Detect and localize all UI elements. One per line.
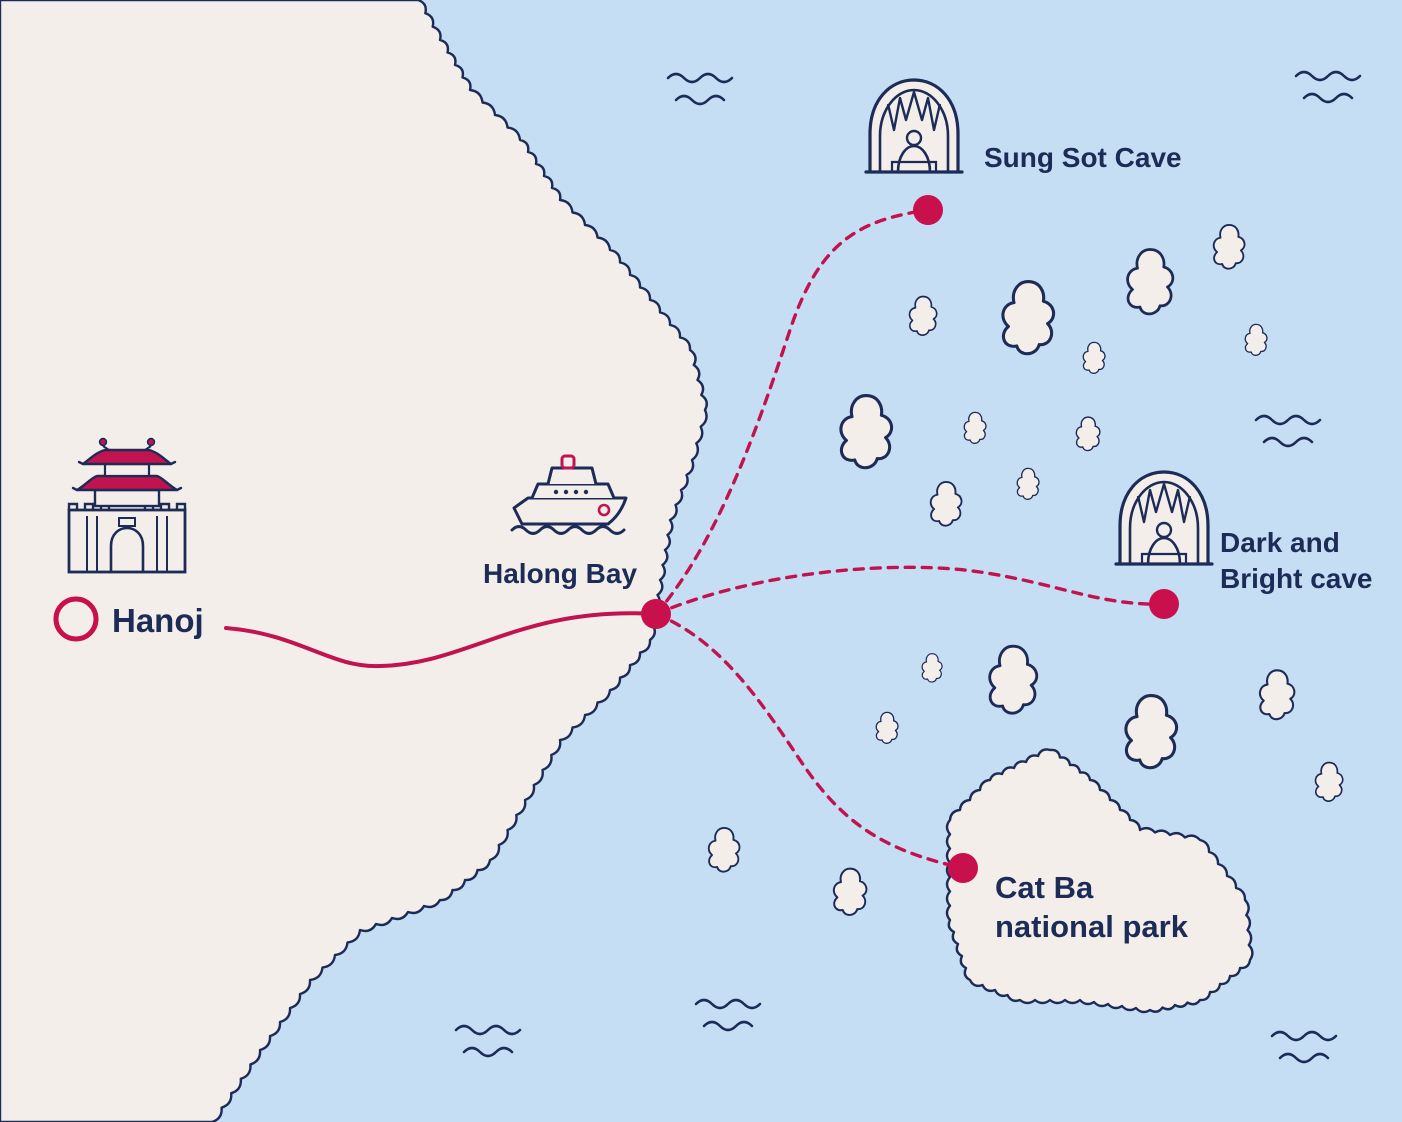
citadel-gate-icon — [67, 437, 187, 574]
sung-sot-marker[interactable] — [913, 195, 943, 225]
route-halong-sung-sot — [654, 208, 930, 616]
hanoi-label: Hanoj — [112, 602, 204, 639]
route-hanoi-halong — [224, 611, 658, 669]
dark-bright-label-line1: Dark and — [1220, 527, 1340, 558]
dark-bright-label-line2: Bright cave — [1220, 563, 1373, 594]
hanoi-marker[interactable] — [53, 596, 99, 642]
route-halong-cat-ba — [654, 612, 965, 870]
sung-sot-label: Sung Sot Cave — [984, 142, 1182, 173]
mainland — [0, 0, 708, 1122]
cat-ba-marker[interactable] — [948, 853, 978, 883]
route-halong-dark-bright — [654, 565, 1166, 616]
routes — [224, 208, 1166, 870]
halong-bay-label: Halong Bay — [483, 558, 637, 589]
halong-bay-marker[interactable] — [641, 599, 671, 629]
dark-bright-marker[interactable] — [1149, 589, 1179, 619]
cruise-ship-icon — [510, 454, 628, 535]
cat-ba-island — [945, 748, 1254, 1014]
cat-ba-label-line1: Cat Ba — [995, 870, 1094, 905]
cat-ba-label-line2: national park — [995, 909, 1189, 944]
